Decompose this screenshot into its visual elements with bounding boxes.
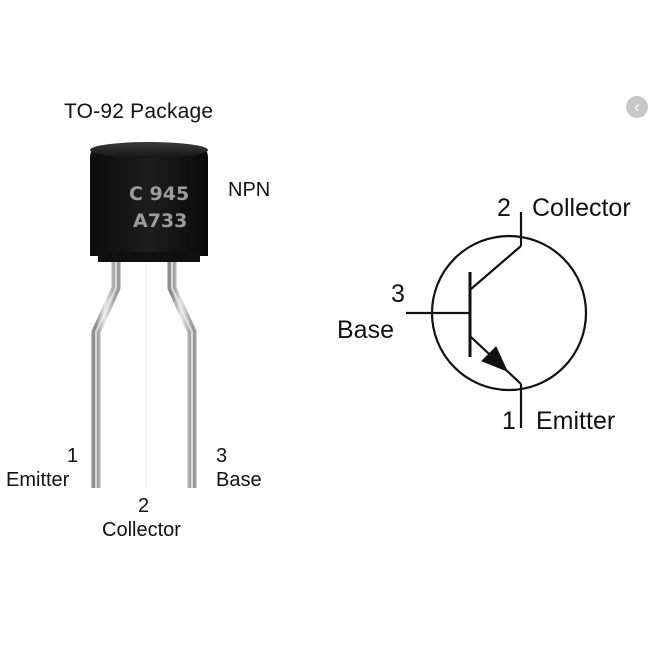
pin-2-name: Collector: [102, 519, 181, 541]
transistor-body: C 945 A733: [90, 142, 208, 262]
pin-1-number: 1: [67, 445, 79, 467]
pin-3-name: Base: [216, 469, 262, 491]
pin-1-name: Emitter: [6, 469, 70, 491]
pin-2-number: 2: [138, 495, 150, 517]
chevron-left-icon[interactable]: ‹: [626, 96, 648, 118]
collector-line: [470, 245, 522, 290]
package-title: TO-92 Package: [64, 100, 214, 123]
marking-line2: A733: [133, 210, 187, 232]
transistor-type: NPN: [228, 179, 271, 201]
pin-3-number: 3: [216, 445, 228, 467]
symbol-collector-name: Collector: [532, 194, 631, 222]
symbol-emitter-name: Emitter: [536, 407, 616, 435]
symbol-base-name: Base: [337, 316, 394, 344]
emitter-arrow: [481, 346, 508, 372]
marking-line1: C 945: [129, 183, 189, 205]
npn-symbol: [406, 212, 588, 428]
transistor-leads: [91, 258, 197, 488]
symbol-emitter-number: 1: [502, 407, 516, 435]
symbol-base-number: 3: [391, 280, 405, 308]
symbol-collector-number: 2: [497, 194, 511, 222]
